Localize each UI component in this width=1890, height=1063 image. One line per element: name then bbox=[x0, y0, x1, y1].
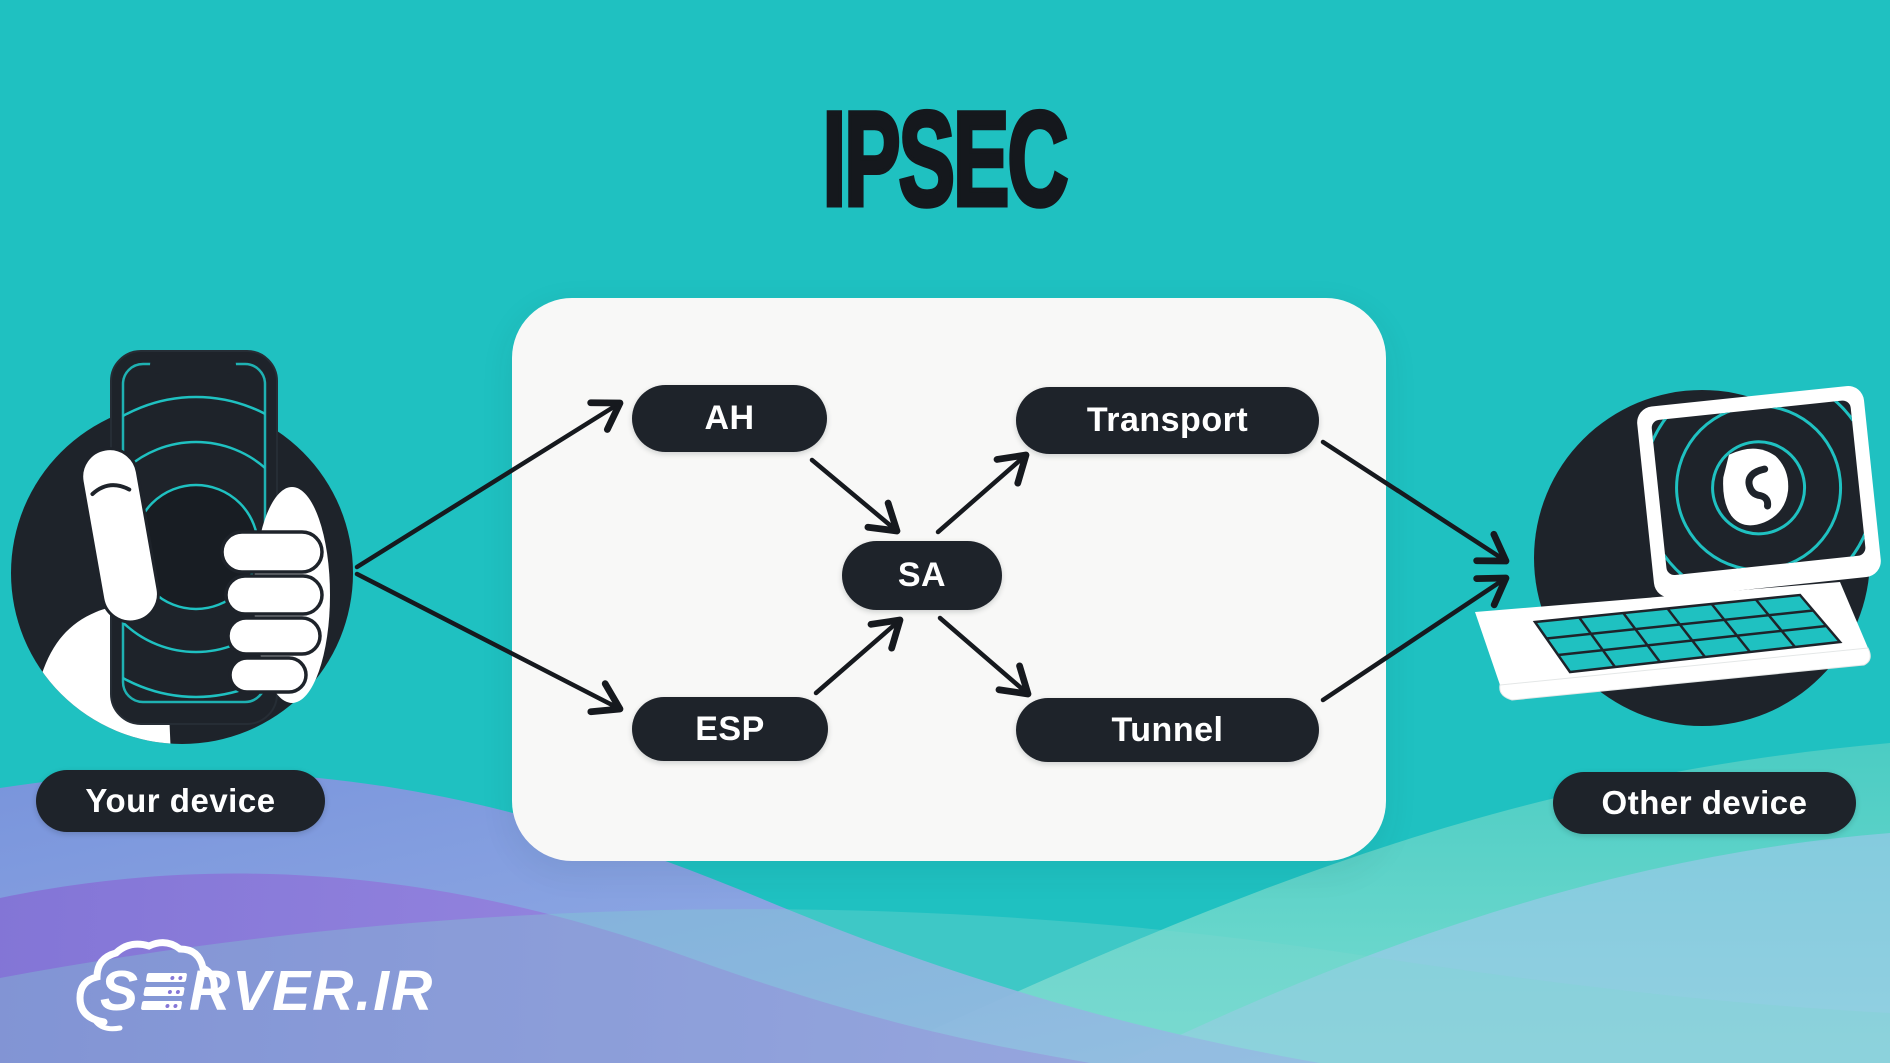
logo-text-start: S bbox=[100, 959, 141, 1023]
node-ah: AH bbox=[632, 385, 827, 452]
server-ir-logo: S RVER.IR bbox=[70, 936, 470, 1046]
phone-notch bbox=[150, 356, 236, 374]
signal-rings-icon bbox=[123, 395, 265, 699]
node-sa-label: SA bbox=[897, 556, 947, 594]
phone-backdrop-circle bbox=[11, 402, 353, 744]
logo-text-end: RVER.IR bbox=[189, 959, 435, 1023]
keyboard-icon bbox=[1535, 595, 1840, 672]
shield-logo-icon bbox=[1723, 448, 1789, 526]
your-device-label: Your device bbox=[85, 782, 276, 819]
laptop-base bbox=[1475, 582, 1871, 701]
node-esp-label: ESP bbox=[695, 709, 765, 748]
server-rack-icon bbox=[140, 972, 188, 1010]
hand-knuckles bbox=[254, 487, 330, 703]
screen-rings-icon bbox=[1650, 399, 1867, 576]
page-title: IPSEC bbox=[821, 85, 1070, 234]
laptop-illustration bbox=[1475, 385, 1881, 726]
laptop-backdrop-circle bbox=[1534, 390, 1870, 726]
node-ah-label: AH bbox=[704, 399, 755, 437]
node-tunnel-label: Tunnel bbox=[1111, 710, 1224, 749]
node-transport: Transport bbox=[1016, 387, 1319, 454]
page-title-wrap: IPSEC bbox=[0, 85, 1890, 234]
node-sa: SA bbox=[842, 541, 1002, 610]
node-transport-label: Transport bbox=[1086, 401, 1249, 439]
laptop-screen bbox=[1637, 385, 1881, 598]
your-device-label-pill: Your device bbox=[36, 770, 325, 832]
node-tunnel: Tunnel bbox=[1016, 698, 1319, 762]
hand-fingers bbox=[220, 530, 324, 694]
node-esp: ESP bbox=[632, 697, 828, 761]
hand-holding-phone-illustration bbox=[11, 350, 353, 744]
other-device-label: Other device bbox=[1601, 784, 1808, 821]
hand-thumb bbox=[80, 447, 160, 624]
smartphone-icon bbox=[110, 350, 278, 725]
other-device-label-pill: Other device bbox=[1553, 772, 1856, 834]
hand-palm bbox=[28, 606, 172, 744]
